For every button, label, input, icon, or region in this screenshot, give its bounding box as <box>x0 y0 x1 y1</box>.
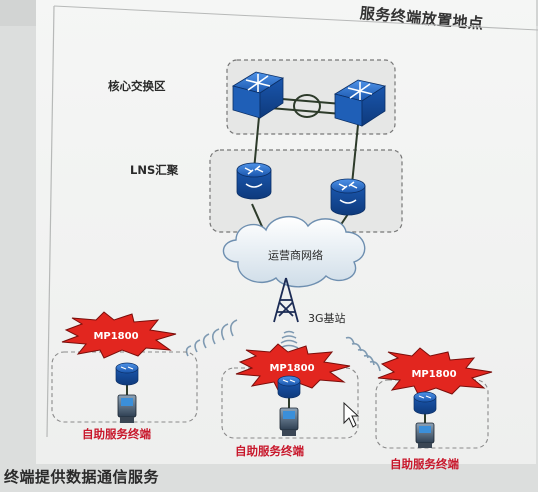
core-switch-left <box>231 71 285 119</box>
terminal-router-2 <box>277 375 301 399</box>
cloud-label: 运营商网络 <box>268 248 323 262</box>
core-link-lower <box>269 107 343 115</box>
link-aggregation-ring <box>293 94 321 118</box>
bottom-caption: 终端提供数据通信服务 <box>4 468 160 486</box>
terminal-label-2: 自助服务终端 <box>235 444 304 458</box>
kiosk-icon-2 <box>279 407 299 436</box>
kiosk-icon-3 <box>415 422 435 448</box>
wireless-signal-left <box>185 319 238 357</box>
kiosk-icon-1 <box>117 394 137 423</box>
lns-zone-label: LNS汇聚 <box>130 163 179 177</box>
terminal-badge-2: MP1800 <box>269 363 314 374</box>
wireless-signal-right <box>345 336 381 372</box>
diagram-border-top <box>53 5 538 31</box>
mp1800-burst-2: MP1800 <box>235 343 351 391</box>
diagram-border-left <box>46 5 55 438</box>
terminal-site-1 <box>51 351 198 423</box>
mp1800-burst-3: MP1800 <box>377 347 493 395</box>
mp1800-burst-1: MP1800 <box>61 311 177 359</box>
wireless-signal-center <box>279 330 299 349</box>
terminal-router-1 <box>115 362 139 386</box>
core-to-lns-link-left <box>253 116 260 171</box>
mouse-pointer-icon <box>343 401 360 428</box>
terminal-label-3: 自助服务终端 <box>390 457 459 471</box>
tower-label: 3G基站 <box>308 311 346 325</box>
lns-router-right <box>330 178 366 216</box>
3g-tower-icon <box>273 277 299 323</box>
links <box>126 94 426 423</box>
terminal-router-3 <box>413 391 437 415</box>
terminal-badge-3: MP1800 <box>411 369 456 380</box>
core-to-lns-link-right <box>351 124 359 185</box>
core-zone-label: 核心交换区 <box>108 79 166 93</box>
core-switch-right <box>333 79 387 127</box>
terminal-badge-1: MP1800 <box>93 331 138 342</box>
terminal-label-1: 自助服务终端 <box>82 427 151 441</box>
lns-router-left <box>236 162 272 200</box>
